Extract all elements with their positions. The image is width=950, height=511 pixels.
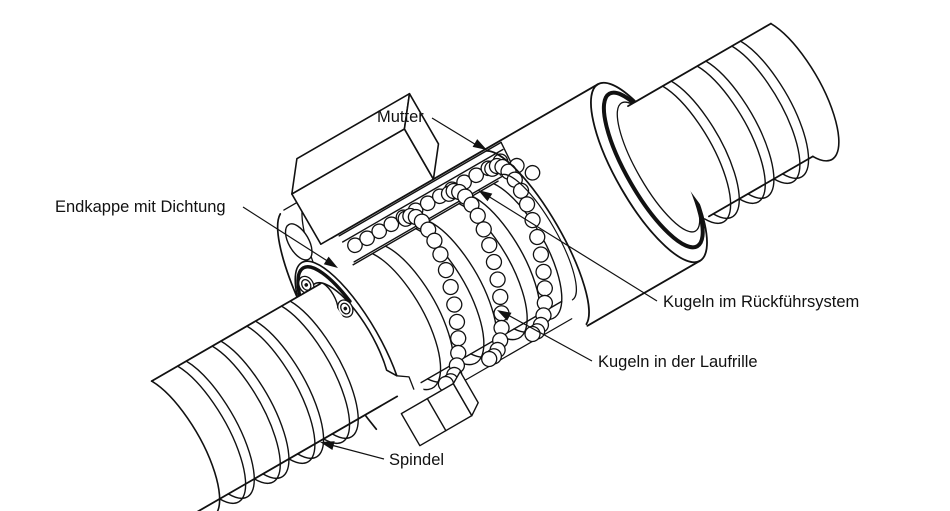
spindle-left-thread: [176, 300, 359, 505]
raceway-ball-chains: [397, 157, 553, 393]
label-mutter: Mutter: [377, 108, 424, 126]
arrowhead-endkappe: [323, 256, 338, 268]
flange-bolt-hole: [284, 223, 313, 261]
callouts: Mutter Endkappe mit Dichtung Kugeln im R…: [55, 108, 859, 469]
arrowhead-mutter: [472, 139, 487, 150]
label-kugeln-laufrille: Kugeln in der Laufrille: [598, 353, 758, 371]
spindle-left-segment: [150, 282, 399, 511]
leader-rueckfuehrsystem: [487, 195, 658, 302]
label-endkappe: Endkappe mit Dichtung: [55, 198, 226, 216]
spindle-right-thread: [661, 40, 810, 225]
spindle-right-segment: [627, 22, 840, 225]
nut-cutaway-face: [485, 150, 590, 325]
label-kugeln-rueckfuehrsystem: Kugeln im Rückführsystem: [663, 293, 859, 311]
callout-rueckfuehrsystem: Kugeln im Rückführsystem: [478, 190, 859, 311]
leader-laufrille: [505, 313, 593, 362]
callout-laufrille: Kugeln in der Laufrille: [497, 310, 758, 371]
arrowhead-laufrille: [497, 310, 512, 321]
return-channel: [338, 141, 516, 263]
cap-screw: [337, 299, 354, 318]
callout-spindel: Spindel: [320, 441, 444, 469]
label-spindel: Spindel: [389, 451, 444, 469]
arrowhead-rueckfuehrsystem: [478, 190, 493, 202]
leader-mutter: [431, 117, 479, 147]
bottom-bracket: [400, 370, 479, 447]
return-block: [291, 92, 440, 245]
arrowhead-spindel: [320, 441, 335, 450]
callout-mutter: Mutter: [377, 108, 487, 150]
leader-spindel: [330, 444, 385, 460]
callout-endkappe: Endkappe mit Dichtung: [55, 198, 338, 268]
leader-endkappe: [242, 206, 330, 263]
